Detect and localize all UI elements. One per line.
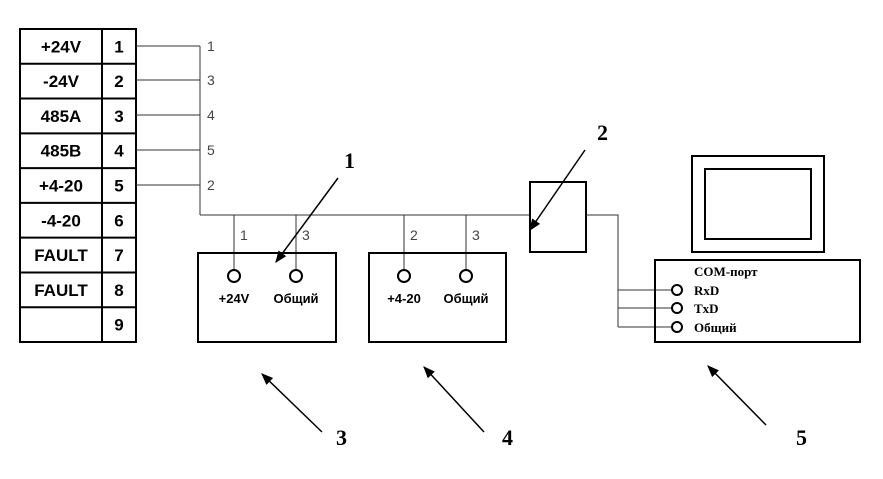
callout-3-arrow	[261, 373, 323, 433]
terminal-number: 3	[114, 107, 123, 126]
callout-4-arrow	[423, 366, 485, 433]
current-loop-box	[368, 252, 507, 343]
monitor-screen	[704, 168, 812, 240]
terminal-plus24-icon	[227, 269, 241, 283]
terminal-label: 485B	[41, 142, 82, 161]
device1-wire-b-label: 3	[302, 227, 310, 243]
device1-term-a: +24V	[219, 291, 250, 306]
callout-4-label: 4	[502, 425, 513, 450]
terminal-common-icon	[459, 269, 473, 283]
rxd-pin-icon	[671, 284, 683, 296]
com-port-title: COM-порт	[694, 264, 758, 279]
terminal-label: +24V	[41, 37, 82, 56]
callout-5-arrow	[707, 365, 767, 426]
terminal-label: FAULT	[34, 281, 88, 300]
device1-wire-a-label: 1	[240, 227, 248, 243]
callout-1-label: 1	[344, 148, 355, 173]
wire-label-2: 2	[207, 177, 215, 193]
terminal-label: FAULT	[34, 246, 88, 265]
device2-term-a: +4-20	[387, 291, 421, 306]
terminal-label: -24V	[43, 72, 80, 91]
device1-term-b: Общий	[273, 291, 318, 306]
terminal-label: -4-20	[41, 211, 81, 230]
device2-term-b: Общий	[443, 291, 488, 306]
callout-5-label: 5	[796, 425, 807, 450]
callout-2-arrow	[529, 149, 586, 231]
terminal-number: 2	[114, 72, 123, 91]
terminal-number: 1	[114, 37, 123, 56]
wire-label-3: 3	[207, 72, 215, 88]
terminal-number: 5	[114, 177, 123, 196]
system-unit	[654, 259, 861, 343]
pin-common-label: Общий	[694, 320, 737, 335]
computer: COM-порт RxD TxD Общий	[654, 155, 861, 343]
power-supply-block: 1 3 +24V Общий	[197, 215, 337, 343]
terminal-420-icon	[397, 269, 411, 283]
terminal-number: 8	[114, 281, 123, 300]
callouts: 1 2 3 4 5	[261, 120, 807, 450]
wire-label-1: 1	[207, 38, 215, 54]
terminal-label: 485A	[41, 107, 82, 126]
power-supply-box	[197, 252, 337, 343]
terminal-common-icon	[289, 269, 303, 283]
callout-3-label: 3	[336, 425, 347, 450]
terminal-wires: 1 3 4 5 2	[136, 38, 530, 216]
pin-rxd-label: RxD	[694, 283, 719, 298]
terminal-label: +4-20	[39, 177, 83, 196]
wire-label-4: 4	[207, 107, 215, 123]
terminal-number: 7	[114, 246, 123, 265]
current-loop-block: 2 3 +4-20 Общий	[368, 215, 507, 343]
terminal-number: 9	[114, 316, 123, 335]
callout-1-arrow	[275, 177, 339, 263]
device2-wire-b-label: 3	[472, 227, 480, 243]
terminal-number: 6	[114, 211, 123, 230]
txd-pin-icon	[671, 302, 683, 314]
wire-label-5: 5	[207, 142, 215, 158]
interface-converter	[529, 181, 672, 328]
common-pin-icon	[671, 321, 683, 333]
callout-2-label: 2	[597, 120, 608, 145]
converter-box	[529, 181, 587, 253]
monitor	[691, 155, 825, 253]
pin-txd-label: TxD	[694, 301, 719, 316]
device2-wire-a-label: 2	[410, 227, 418, 243]
terminal-number: 4	[114, 142, 124, 161]
